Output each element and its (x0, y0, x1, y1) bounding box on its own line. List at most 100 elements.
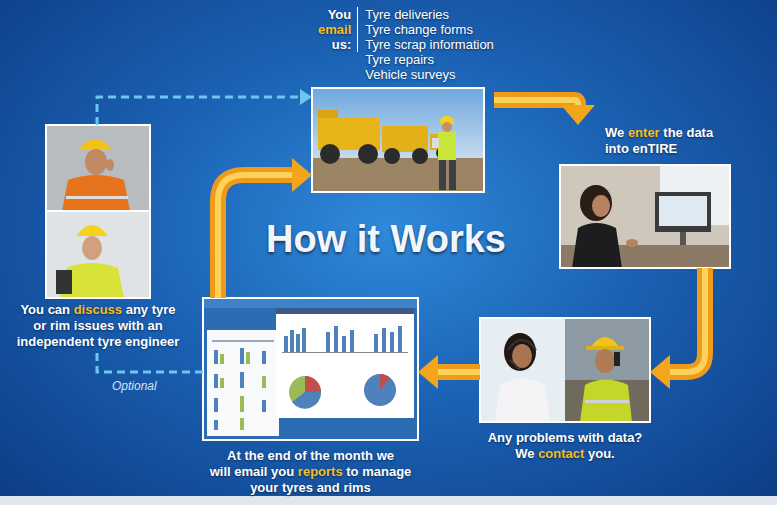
call-photo (480, 318, 650, 422)
reports-photo (350, 330, 354, 352)
word: engineer (125, 334, 179, 349)
office-photo (560, 165, 730, 268)
word: You (328, 7, 352, 22)
office-photo (592, 195, 610, 217)
word: email (318, 22, 351, 37)
arrow-band (668, 268, 705, 372)
heading-text: You email us: (318, 7, 358, 52)
reports-photo (203, 298, 418, 440)
reports-photo (203, 298, 418, 308)
mining-photo (384, 148, 400, 164)
arrow-band-highlight (668, 268, 705, 372)
word: an (148, 318, 163, 333)
word: enter (628, 125, 660, 140)
reports-photo (203, 298, 418, 440)
optional-dashed-arrow (97, 350, 203, 372)
call-photo (510, 360, 520, 370)
reports-photo (284, 336, 288, 352)
call-photo (565, 380, 650, 422)
word: We (515, 446, 534, 461)
word: or (33, 318, 46, 333)
reports-photo (380, 374, 390, 390)
office-photo (580, 185, 612, 221)
mining-photo (320, 144, 340, 164)
word: email (234, 464, 267, 479)
word: with (578, 430, 604, 445)
word: with (118, 318, 144, 333)
reports-photo (374, 334, 378, 352)
flow-arrow (418, 355, 480, 389)
caption: We enter the data into enTIRE (605, 125, 714, 157)
engineer-photo (46, 125, 150, 211)
office-photo (572, 223, 622, 268)
caption-text: Any problems with data? We contact you. (488, 430, 643, 462)
engineer-photo (76, 225, 108, 236)
engineer-photo (46, 125, 150, 298)
word: data? (608, 430, 643, 445)
list-item: Tyre scrap information (365, 37, 494, 52)
mining-photo (312, 88, 484, 192)
word: month (333, 448, 373, 463)
reports-photo (290, 330, 294, 352)
reports-photo (240, 372, 244, 388)
reports-photo (276, 308, 414, 418)
reports-photo (342, 336, 346, 352)
list-item: Vehicle surveys (365, 67, 494, 82)
dashed-line (97, 97, 302, 125)
reports-photo (262, 351, 266, 364)
reports-photo (292, 392, 321, 409)
mining-photo (312, 88, 484, 192)
call-photo (480, 318, 650, 422)
word: to (346, 464, 358, 479)
word: At (227, 448, 241, 463)
word: you. (588, 446, 615, 461)
word: will (210, 464, 231, 479)
flow-arrow (650, 268, 705, 389)
reports-photo (240, 348, 244, 364)
word: rim (50, 318, 70, 333)
word: rims (343, 480, 370, 495)
engineer-photo (66, 196, 128, 199)
reports-photo (207, 330, 279, 436)
office-photo (560, 165, 730, 268)
arrowhead (650, 355, 670, 389)
word: your (250, 480, 278, 495)
office-photo (659, 196, 707, 226)
reports-photo (212, 340, 274, 342)
reports-photo (246, 352, 250, 364)
caption: Any problems with data? We contact you. (488, 430, 643, 462)
word: You (20, 302, 44, 317)
word: We (605, 125, 624, 140)
word: and (317, 480, 340, 495)
reports-photo (262, 400, 266, 412)
call-photo (614, 352, 620, 366)
item-list: Tyre deliveriesTyre change formsTyre scr… (358, 7, 494, 82)
word: the (663, 125, 683, 140)
reports-photo (289, 376, 321, 408)
word: tyre (98, 334, 122, 349)
mining-photo (312, 158, 484, 192)
engineer-photo (62, 175, 130, 211)
reports-photo (262, 376, 266, 388)
word: tyre (152, 302, 176, 317)
photo-node: We enter the data into enTIRE (560, 125, 730, 268)
arrowhead (292, 158, 312, 192)
edge-label: Optional (112, 379, 157, 393)
reports-photo (214, 374, 218, 388)
engineer-photo (106, 159, 114, 171)
arrowhead (300, 89, 312, 105)
word: reports (298, 464, 343, 479)
title: How it Works (266, 218, 506, 261)
caption: You email us:Tyre deliveriesTyre change … (318, 7, 494, 82)
call-photo (504, 333, 536, 371)
call-photo (565, 318, 650, 422)
reports-photo (214, 398, 218, 412)
mining-photo (432, 138, 439, 148)
engineer-photo (82, 236, 102, 260)
reports-photo (296, 334, 300, 352)
mining-photo (449, 160, 456, 190)
word: independent (17, 334, 94, 349)
call-photo (595, 349, 615, 373)
arrow-band (436, 364, 480, 380)
engineer-photo (56, 270, 72, 294)
